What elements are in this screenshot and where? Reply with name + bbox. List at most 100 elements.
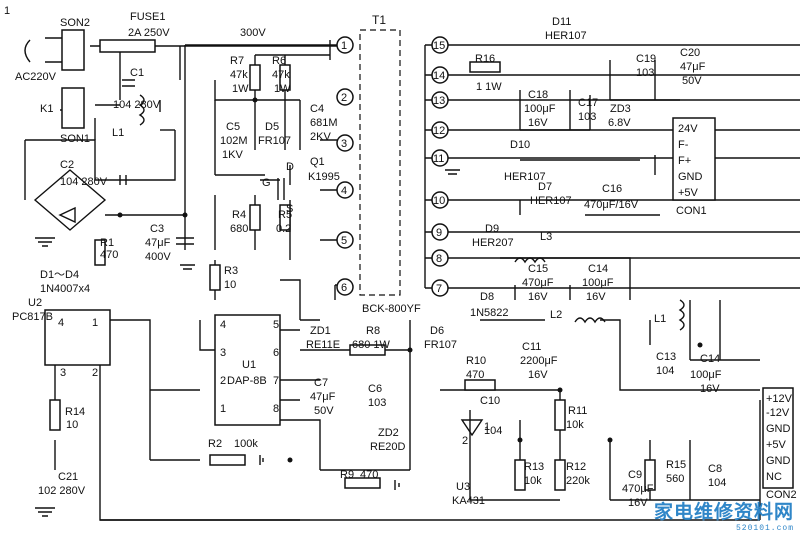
r11-label: R11 bbox=[568, 405, 587, 417]
t1-pin-label-9: 9 bbox=[436, 227, 442, 239]
u2-pin-2: 2 bbox=[92, 367, 98, 379]
zd2-value: RE20D bbox=[370, 441, 406, 453]
zd3-value: 6.8V bbox=[608, 117, 631, 129]
t1-pin-11 bbox=[431, 149, 449, 167]
fuse1-label: FUSE1 bbox=[130, 11, 165, 23]
r7-value: 47k bbox=[230, 69, 248, 81]
u1-pin-7: 7 bbox=[273, 375, 279, 387]
ground-icon bbox=[35, 507, 55, 517]
u1-pin-2: 2 bbox=[220, 375, 226, 387]
d11-label: D11 bbox=[552, 16, 571, 28]
r15-symbol bbox=[644, 459, 656, 491]
c15-label: C15 bbox=[528, 263, 548, 275]
c9-label: C9 bbox=[628, 469, 642, 481]
zd3-label: ZD3 bbox=[610, 103, 631, 115]
r2-symbol bbox=[209, 454, 246, 466]
c7-value-cap: 47μF bbox=[310, 391, 336, 403]
c14b-value-volt: 16V bbox=[700, 383, 720, 395]
con1-pin-fminus: F- bbox=[678, 139, 689, 151]
d10-value: HER107 bbox=[504, 171, 546, 183]
r1-value: 470 bbox=[100, 249, 118, 261]
r8-label: R8 bbox=[366, 325, 380, 337]
r14-value: 10 bbox=[66, 419, 78, 431]
c2-value: 104 280V bbox=[60, 176, 108, 188]
zd1-label: ZD1 bbox=[310, 325, 331, 337]
l1-output-inductor bbox=[678, 299, 685, 331]
r8-symbol bbox=[349, 344, 386, 356]
wiring bbox=[24, 37, 800, 521]
c16-value: 470μF/16V bbox=[584, 199, 639, 211]
t1-pin-6 bbox=[336, 278, 354, 296]
c21-label: C21 bbox=[58, 471, 78, 483]
c19-label: C19 bbox=[636, 53, 656, 65]
c13-label: C13 bbox=[656, 351, 676, 363]
son1-connector bbox=[61, 87, 85, 129]
r5-label: R5 bbox=[278, 209, 292, 221]
son2-label: SON2 bbox=[60, 17, 90, 29]
con2-label: CON2 bbox=[766, 489, 797, 501]
t1-pin-13 bbox=[431, 91, 449, 109]
r7-power: 1W bbox=[232, 83, 249, 95]
r1-symbol bbox=[94, 239, 106, 266]
c2-label: C2 bbox=[60, 159, 74, 171]
c14a-value-volt: 16V bbox=[586, 291, 606, 303]
q1-gate: G bbox=[262, 177, 271, 189]
d7-label: D7 bbox=[538, 181, 552, 193]
d10-label: D10 bbox=[510, 139, 530, 151]
t1-pin-label-15: 15 bbox=[433, 40, 445, 52]
c6-label: C6 bbox=[368, 383, 382, 395]
r13-value: 10k bbox=[524, 475, 542, 487]
r9-label: R9 bbox=[340, 469, 354, 481]
d9-value: HER207 bbox=[472, 237, 514, 249]
d6-label: D6 bbox=[430, 325, 444, 337]
c1-label: C1 bbox=[130, 67, 144, 79]
r12-label: R12 bbox=[566, 461, 586, 473]
c5-value: 102M bbox=[220, 135, 248, 147]
c14b-value-cap: 100μF bbox=[690, 369, 722, 381]
c3-symbol bbox=[176, 237, 194, 245]
r15-value: 560 bbox=[666, 473, 684, 485]
r5-value: 0.2 bbox=[276, 223, 291, 235]
c3-value-cap: 47μF bbox=[145, 237, 171, 249]
u2-pin-3: 3 bbox=[60, 367, 66, 379]
c7-value-volt: 50V bbox=[314, 405, 334, 417]
t1-pin-label-2: 2 bbox=[341, 92, 347, 104]
u2-value: PC817B bbox=[12, 311, 53, 323]
zd2-label: ZD2 bbox=[378, 427, 399, 439]
u2-pin-1: 1 bbox=[92, 317, 98, 329]
watermark-url: 520101.com bbox=[735, 524, 794, 533]
fuse1-rating: 2A 250V bbox=[128, 27, 170, 39]
c11-value-cap: 2200μF bbox=[520, 355, 558, 367]
t1-pin-label-10: 10 bbox=[433, 195, 445, 207]
t1-value: BCK-800YF bbox=[362, 303, 421, 315]
r4-value: 680 bbox=[230, 223, 248, 235]
u3-value: KA431 bbox=[452, 495, 485, 507]
t1-pin-label-4: 4 bbox=[341, 185, 347, 197]
c9-value-cap: 470μF bbox=[622, 483, 654, 495]
r3-label: R3 bbox=[224, 265, 238, 277]
t1-pin-7 bbox=[431, 279, 449, 297]
r11-value: 10k bbox=[566, 419, 584, 431]
r4-label: R4 bbox=[232, 209, 246, 221]
d8-value: 1N5822 bbox=[470, 307, 509, 319]
u3-label: U3 bbox=[456, 481, 470, 493]
r2-label: R2 bbox=[208, 438, 222, 450]
con2-pin-gnd-2: GND bbox=[766, 455, 791, 467]
t1-pin-14 bbox=[431, 66, 449, 84]
l1-input-inductor bbox=[138, 94, 145, 126]
ground-icon bbox=[180, 264, 195, 270]
d11-value: HER107 bbox=[545, 30, 587, 42]
con2-pin-gnd-1: GND bbox=[766, 423, 791, 435]
ground-icon bbox=[259, 455, 264, 465]
r6-value: 47k bbox=[272, 69, 290, 81]
ground-icon bbox=[35, 237, 55, 247]
con1-pin-5v: +5V bbox=[678, 187, 699, 199]
r2-value: 100k bbox=[234, 438, 258, 450]
r7-label: R7 bbox=[230, 55, 244, 67]
l2-label: L2 bbox=[550, 309, 562, 321]
c1-symbol bbox=[122, 79, 135, 87]
r3-value: 10 bbox=[224, 279, 236, 291]
t1-pin-label-11: 11 bbox=[433, 153, 444, 165]
k1-label: K1 bbox=[40, 103, 53, 115]
c11-value-volt: 16V bbox=[528, 369, 548, 381]
